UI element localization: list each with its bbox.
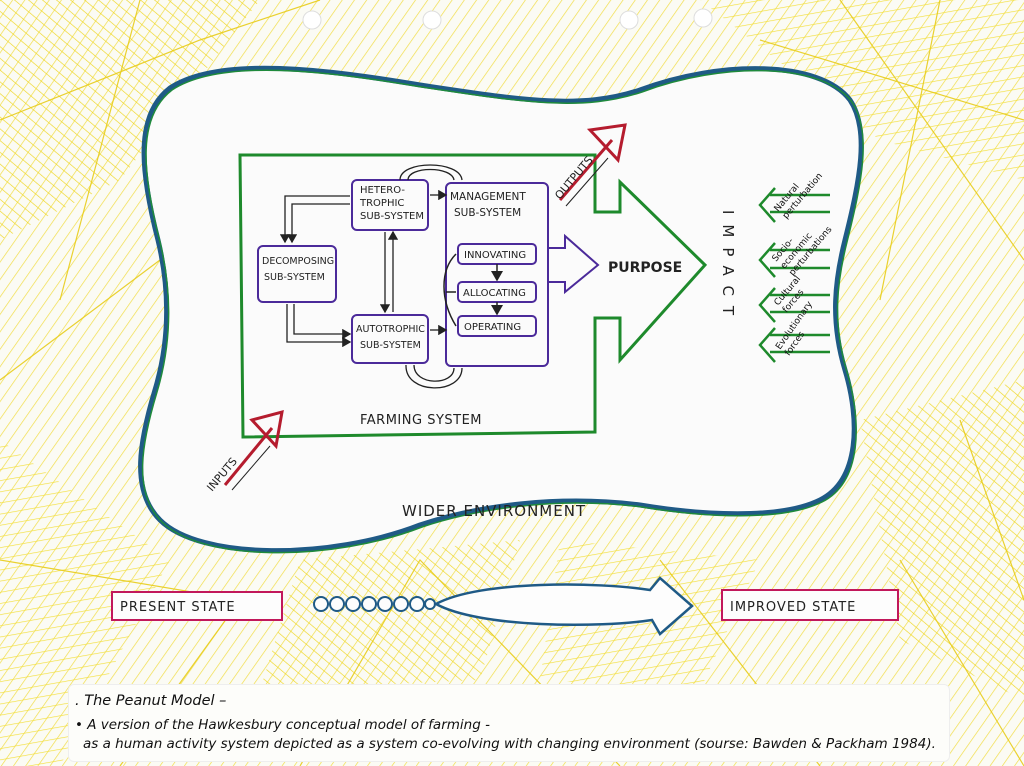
wider-environment-blob bbox=[138, 65, 864, 554]
svg-text:ALLOCATING: ALLOCATING bbox=[463, 288, 526, 299]
outputs-arrow bbox=[558, 123, 627, 207]
improved-state-box bbox=[721, 589, 899, 621]
caption-line-1: • A version of the Hawkesbury conceptual… bbox=[75, 717, 490, 733]
evolution-circles bbox=[313, 596, 436, 612]
svg-text:SUB-SYSTEM: SUB-SYSTEM bbox=[264, 272, 325, 283]
purpose-label: PURPOSE bbox=[608, 260, 682, 276]
management-subsystem-box bbox=[445, 182, 549, 367]
svg-text:TROPHIC: TROPHIC bbox=[359, 198, 404, 209]
svg-text:SUB-SYSTEM: SUB-SYSTEM bbox=[360, 211, 424, 222]
inputs-arrow bbox=[223, 409, 284, 491]
operating-box bbox=[457, 315, 537, 337]
decomposing-label: DECOMPOSING SUB-SYSTEM bbox=[262, 256, 334, 283]
svg-text:MANAGEMENT: MANAGEMENT bbox=[450, 191, 526, 203]
svg-text:DECOMPOSING: DECOMPOSING bbox=[262, 256, 334, 267]
farming-system-boundary bbox=[238, 153, 708, 439]
svg-text:INNOVATING: INNOVATING bbox=[464, 250, 526, 261]
caption-title: . The Peanut Model – bbox=[75, 693, 227, 709]
autotrophic-box bbox=[351, 314, 429, 364]
punch-holes bbox=[302, 8, 713, 30]
svg-text:OPERATING: OPERATING bbox=[464, 322, 521, 333]
subsystem-connectors bbox=[279, 164, 463, 389]
management-label: MANAGEMENT SUB-SYSTEM bbox=[450, 191, 526, 219]
svg-text:HETERO-: HETERO- bbox=[360, 185, 405, 196]
autotrophic-label: AUTOTROPHIC SUB-SYSTEM bbox=[356, 324, 425, 351]
svg-text:SUB-SYSTEM: SUB-SYSTEM bbox=[454, 207, 521, 219]
wider-environment-label: WIDER ENVIRONMENT bbox=[402, 502, 586, 520]
heterotrophic-box bbox=[351, 179, 429, 231]
force-arrows bbox=[758, 187, 830, 363]
svg-text:SUB-SYSTEM: SUB-SYSTEM bbox=[360, 340, 421, 351]
evolution-arrow bbox=[433, 576, 694, 636]
improved-state-label: IMPROVED STATE bbox=[730, 600, 856, 615]
present-state-box bbox=[111, 591, 283, 621]
caption-box: . The Peanut Model – • A version of the … bbox=[68, 684, 950, 762]
present-state-label: PRESENT STATE bbox=[120, 600, 236, 615]
purpose-arrow bbox=[548, 233, 600, 295]
heterotrophic-label: HETERO- TROPHIC SUB-SYSTEM bbox=[359, 185, 424, 222]
svg-text:AUTOTROPHIC: AUTOTROPHIC bbox=[356, 324, 425, 335]
caption-line-2: as a human activity system depicted as a… bbox=[83, 736, 936, 752]
farming-system-label: FARMING SYSTEM bbox=[360, 413, 482, 428]
decomposing-box bbox=[257, 245, 337, 303]
impact-label: IMPACT bbox=[719, 210, 737, 325]
management-step-arrows bbox=[443, 253, 503, 327]
management-steps-labels: INNOVATING ALLOCATING OPERATING bbox=[463, 250, 526, 333]
